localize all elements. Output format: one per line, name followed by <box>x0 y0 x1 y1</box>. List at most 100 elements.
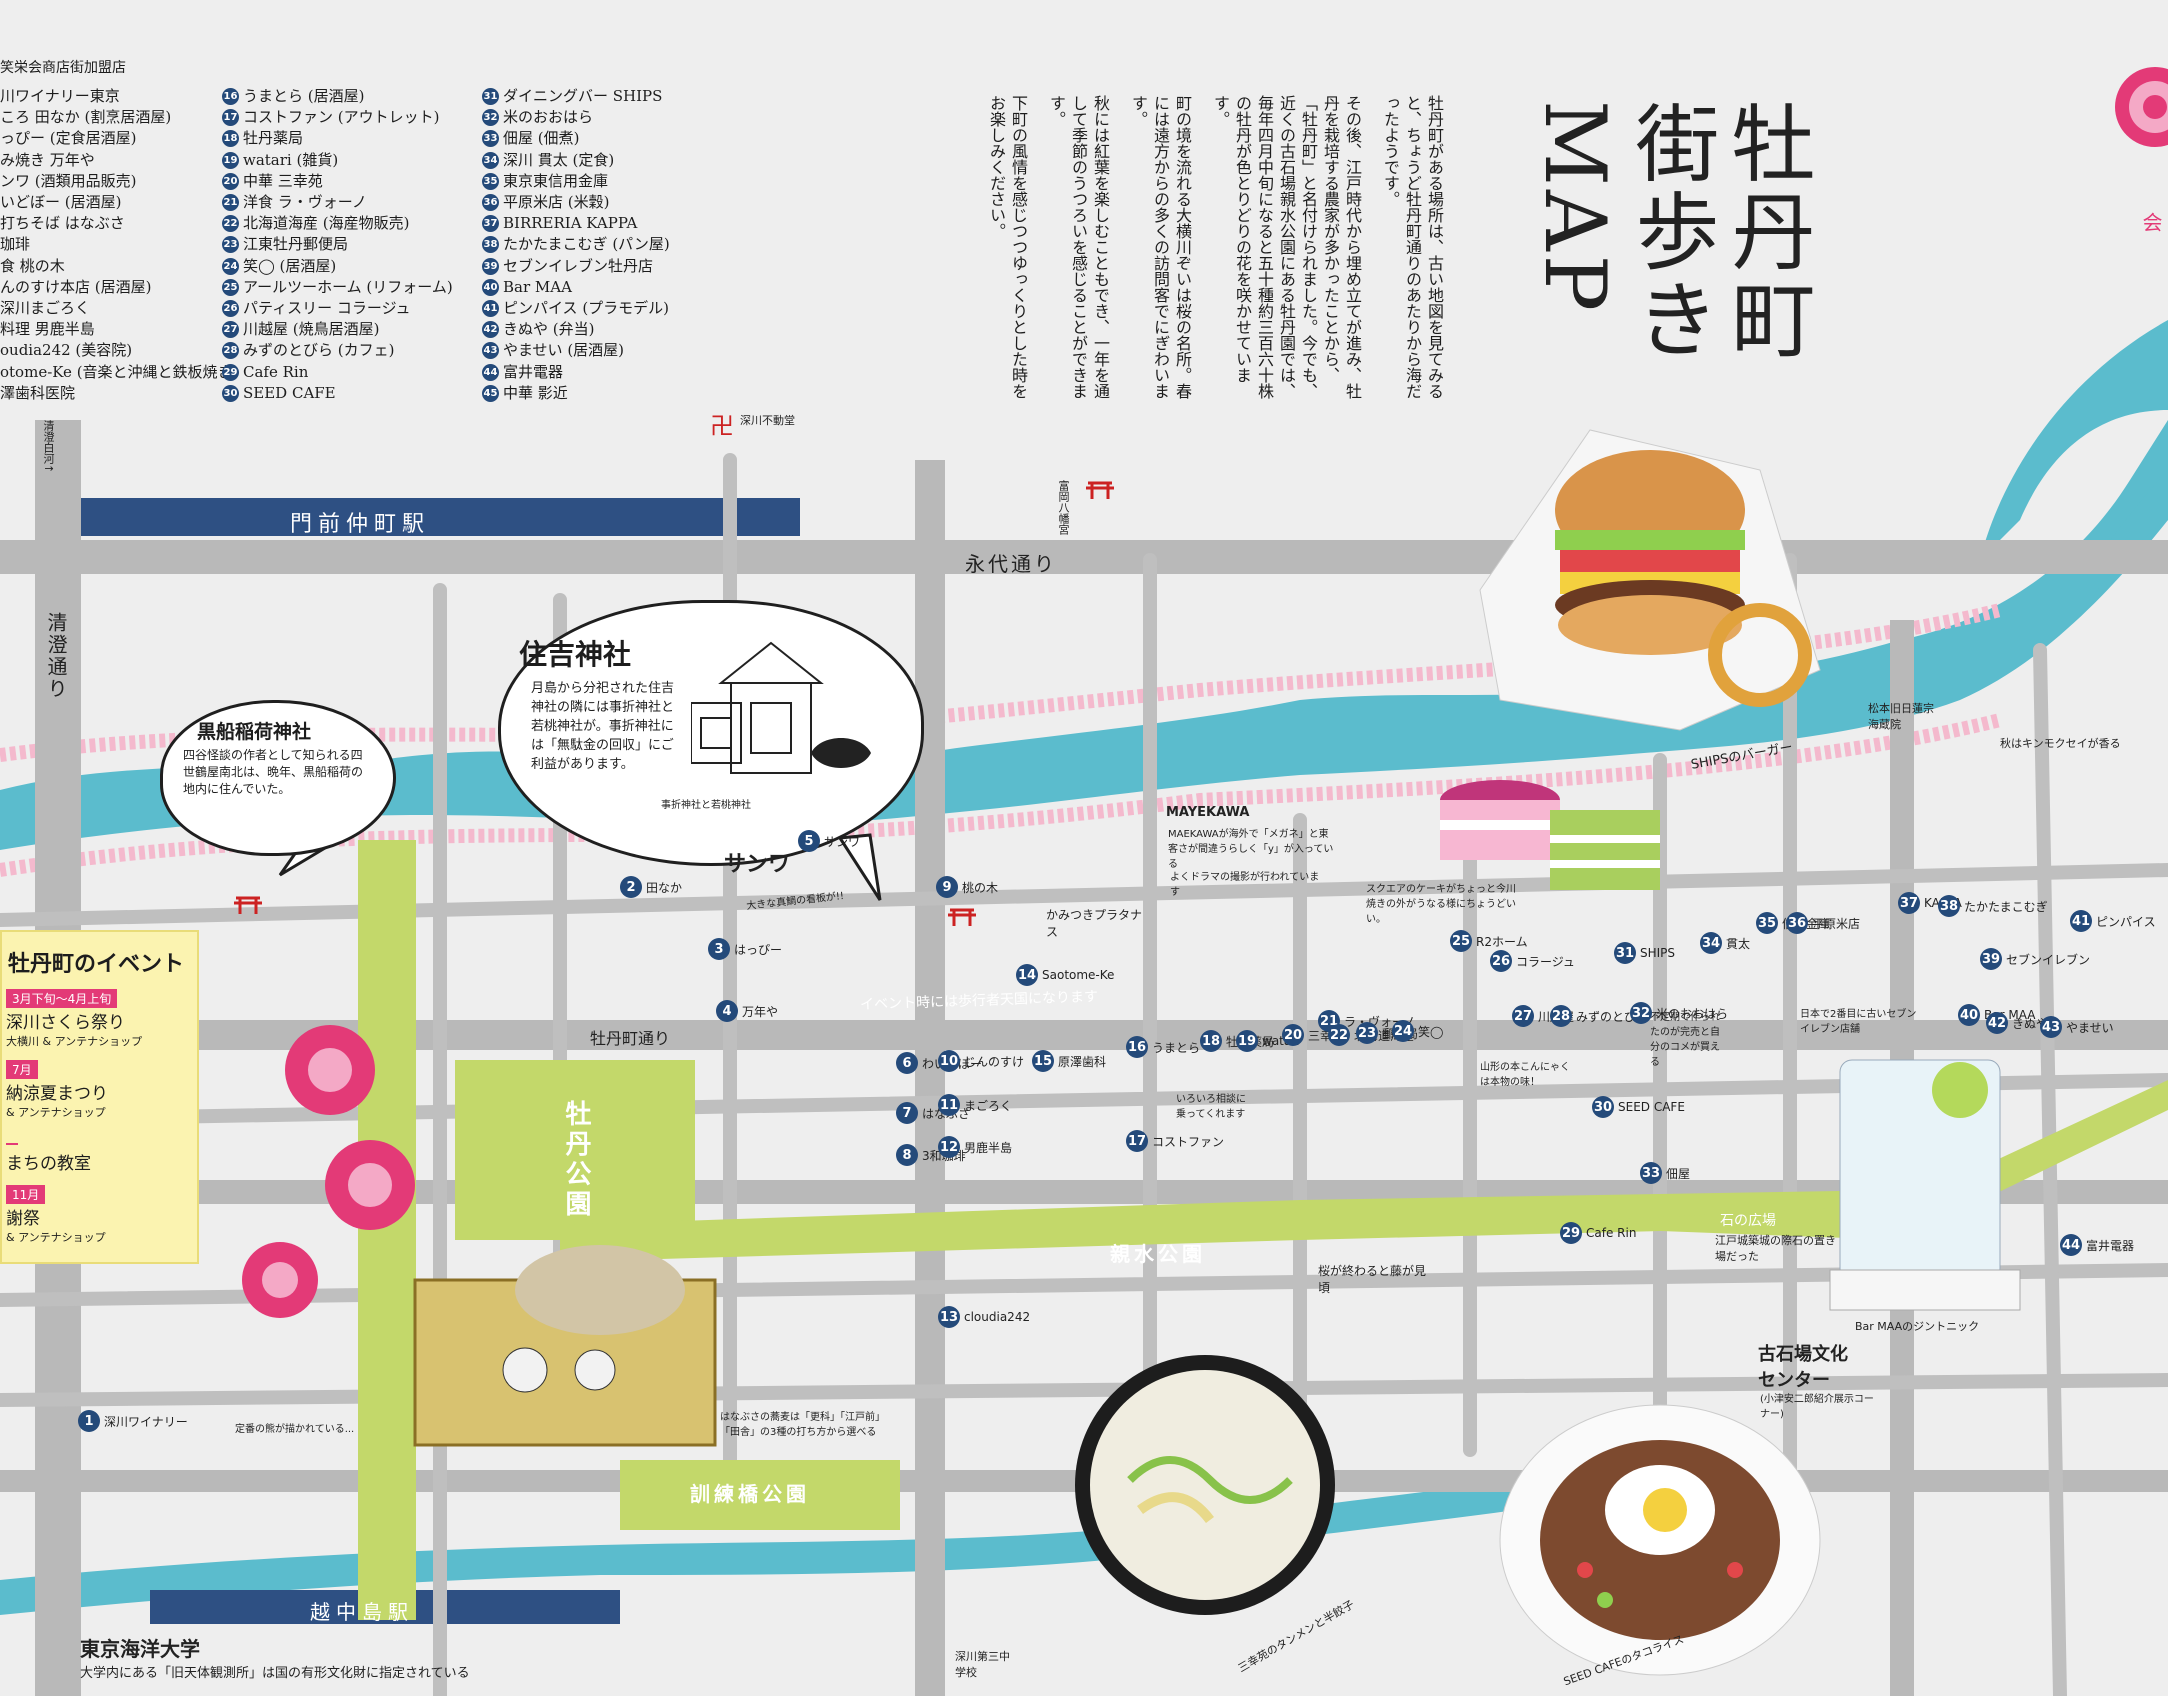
legend-number-badge: 31 <box>482 88 499 106</box>
legend-number-badge: 16 <box>222 88 239 106</box>
shop-marker-label: セブンイレブン <box>2006 952 2091 967</box>
shop-marker-label: 万年や <box>742 1004 779 1019</box>
legend-item-label: Bar MAA <box>503 277 572 296</box>
mayekawa-label: MAYEKAWA <box>1166 805 1250 820</box>
association-logo: 笑栄会 <box>2105 62 2168 232</box>
shop-number-badge: 1 <box>78 1410 100 1432</box>
kome-note: 不定期で作られたのが完売と自分のコメが買える <box>1650 1012 1720 1068</box>
shop-marker[interactable]: 44 富井電器 <box>2060 1234 2134 1256</box>
legend-number-badge: 41 <box>482 299 499 317</box>
legend-item-label: ダイニングバー SHIPS <box>503 87 663 106</box>
shop-marker[interactable]: 5 サンワ <box>798 830 860 852</box>
legend-number-badge: 27 <box>222 321 239 339</box>
shop-number-badge: 5 <box>798 830 820 852</box>
legend-number-badge: 38 <box>482 236 499 254</box>
event-item: 7月納涼夏まつり& アンテナショップ <box>6 1059 197 1120</box>
shop-number-badge: 14 <box>1016 964 1038 986</box>
shop-marker-label: 富井電器 <box>2086 1238 2135 1253</box>
shop-marker-label: R2ホーム <box>1476 934 1528 949</box>
univ-note: 大学内にある「旧天体観測所」は国の有形文化財に指定されている <box>80 1666 470 1681</box>
legend-number-badge: 42 <box>482 321 499 339</box>
legend-item-label: 中華 三幸苑 <box>243 171 323 190</box>
shop-marker[interactable]: 39 セブンイレブン <box>1980 948 2090 970</box>
autumn-note: 秋はキンモクセイが香る <box>2000 737 2121 750</box>
road-eitai-label: 永代通り <box>965 552 1057 576</box>
station-monzen-bar <box>80 498 800 536</box>
seven-note: 日本で2番目に古いセブンイレブン店舗 <box>1800 1009 1917 1035</box>
event-name: まちの教室 <box>6 1154 91 1174</box>
shop-marker-label: 平原米店 <box>1812 916 1861 931</box>
shop-number-badge: 27 <box>1512 1005 1534 1027</box>
legend-item-label: んのすけ本店 (居酒屋) <box>0 277 152 296</box>
event-item: まちの教室 <box>6 1130 197 1174</box>
kaikou-label: 松本旧日蓮宗 海蔵院 <box>1868 702 1945 731</box>
legend-number-badge: 24 <box>222 257 239 275</box>
shop-marker-label: 佃屋 <box>1666 1166 1691 1181</box>
legend-item: ンワ (酒類用品販売) <box>0 171 215 192</box>
legend-number-badge: 40 <box>482 278 499 296</box>
shop-number-badge: 39 <box>1980 948 2002 970</box>
shop-marker-label: コラージュ <box>1516 954 1575 969</box>
legend-item-label: ピンパイス (プラモデル) <box>503 298 670 317</box>
shop-number-badge: 17 <box>1126 1130 1148 1152</box>
fukagawa-fudo-label: 深川不動堂 <box>740 414 795 427</box>
legend-item-label: ンワ (酒類用品販売) <box>0 171 137 190</box>
mayekawa-note: MAEKAWAが海外で「メガネ」と東客さが間違うらしく「y」が入っている <box>1168 829 1334 870</box>
river <box>0 420 2168 850</box>
park-shinsui-label: 親水公園 <box>1110 1242 1206 1266</box>
legend-item-label: パティスリー コラージュ <box>243 298 411 317</box>
shop-number-badge: 12 <box>938 1136 960 1158</box>
legend-item-label: 北海道海産 (海産物販売) <box>243 214 410 233</box>
legend-item: っぴー (定食居酒屋) <box>0 128 215 149</box>
legend-number-badge: 30 <box>222 384 239 402</box>
shop-marker-label: 原澤歯科 <box>1058 1054 1107 1069</box>
shop-marker-label: サンワ <box>824 834 861 849</box>
legend-item-label: セブンイレブン牡丹店 <box>503 256 654 275</box>
legend-item-label: うまとら (居酒屋) <box>243 87 365 106</box>
shop-number-badge: 44 <box>2060 1234 2082 1256</box>
teiban-note: 定番の熊が描かれている... <box>235 1424 355 1435</box>
school-label: 深川第三中学校 <box>955 1650 1010 1679</box>
legend-item-label: oudia242 (美容院) <box>0 341 133 360</box>
legend-item-label: BIRRERIA KAPPA <box>503 214 638 233</box>
shop-number-badge: 9 <box>936 876 958 898</box>
intro-paragraph-5: 下町の風情を感じつつゆっくりとした時をお楽しみください。 <box>987 95 1028 399</box>
taco-rice-illustration <box>1499 1404 1821 1676</box>
legend-item-label: 食 桃の木 <box>0 256 65 275</box>
